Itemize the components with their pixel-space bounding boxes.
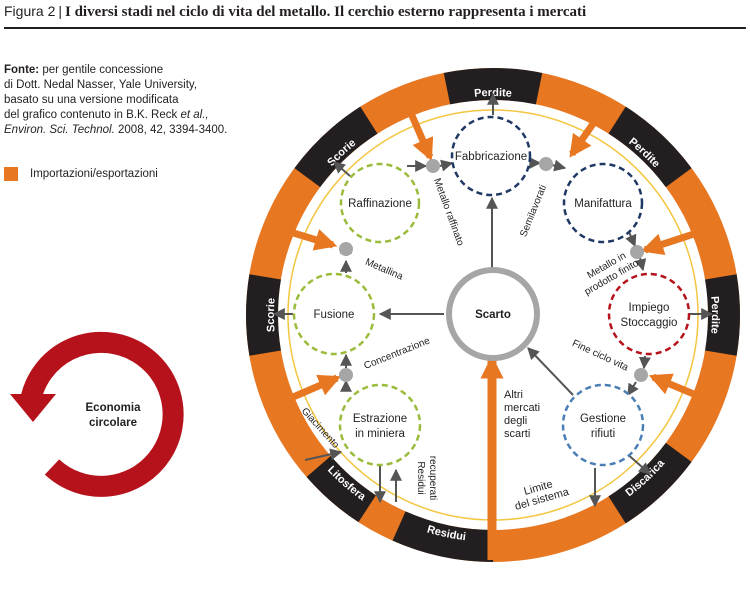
node-impiego-label-1: Impiego xyxy=(629,302,670,314)
node-estrazione-label-2: in miniera xyxy=(355,428,405,440)
ring-segment-scorie-upper-left xyxy=(294,106,378,188)
source-line-1: per gentile concessione xyxy=(42,64,164,76)
label-residui-recuperati-2: recuperati xyxy=(427,456,438,500)
legend-label: Importazioni/esportazioni xyxy=(30,168,158,180)
ring-segment-perdite-right xyxy=(705,274,740,356)
figure-header: Figura 2|I diversi stadi nel ciclo di vi… xyxy=(4,3,746,27)
arrow-dot-impiego xyxy=(634,257,647,272)
label-concentrazione: Concentrazione xyxy=(363,335,432,372)
stage-nodes: Fabbricazione Manifattura Raffinazione F… xyxy=(292,115,691,467)
circular-economy-symbol: Economia circolare xyxy=(10,331,184,497)
ring-segment-perdite-right-upper xyxy=(608,106,692,188)
ring-dark-segments xyxy=(246,68,740,562)
source-line-3: basato su una versione modificata xyxy=(4,94,179,106)
node-gestione-label-1: Gestione xyxy=(580,413,626,425)
arrow-raffinazione-scorie xyxy=(333,161,351,177)
dot-fusione-raffinazione xyxy=(339,242,353,256)
node-estrazione xyxy=(338,383,422,467)
ring-segment-scorie-left xyxy=(246,274,281,356)
arrow-dot-fabbricazione xyxy=(439,159,454,172)
circular-economy-line-1: Economia xyxy=(86,402,142,414)
dot-fabbricazione-manifattura xyxy=(539,157,553,171)
ring-segment-discarica xyxy=(608,442,692,524)
node-estrazione-label-1: Estrazione xyxy=(353,413,407,425)
ring-segment-perdite-top xyxy=(443,68,543,105)
figure-number: Figura 2 xyxy=(4,3,56,19)
import-arrow-impiego xyxy=(640,226,708,256)
arrow-manifattura-dot xyxy=(625,231,637,248)
node-gestione xyxy=(561,383,645,467)
circular-economy-arrowhead xyxy=(10,394,56,422)
label-residui-recuperati-1: Residui xyxy=(415,461,426,494)
figure-caption: Figura 2|I diversi stadi nel ciclo di vi… xyxy=(4,3,586,21)
caption-separator: | xyxy=(58,3,62,19)
source-line-4: del grafico contenuto in B.K. Reck xyxy=(4,109,178,121)
import-arrow-estrazione xyxy=(275,374,342,408)
dot-estrazione-fusione xyxy=(339,368,353,382)
dot-raffinazione-fabbricazione xyxy=(426,159,440,173)
source-line-5: 2008, 42, 3394-3400. xyxy=(118,124,228,136)
node-fabbricazione xyxy=(450,115,532,197)
figure-title: I diversi stadi nel ciclo di vita del me… xyxy=(65,4,587,20)
circular-economy-line-2: circolare xyxy=(89,417,137,429)
source-journal: Environ. Sci. Technol. xyxy=(4,124,115,136)
label-altri-1: Altri xyxy=(504,389,523,401)
arrow-impiego-dot xyxy=(638,355,651,370)
dot-impiego-gestione xyxy=(634,368,648,382)
label-metallo-raffinato: Metallo raffinato xyxy=(431,177,466,248)
import-arrow-fine-vita xyxy=(648,373,710,404)
node-fusione-label: Fusione xyxy=(314,309,355,321)
ring-label-scorie-left: Scorie xyxy=(265,298,278,333)
import-export-arrows xyxy=(275,102,710,560)
label-semilavorati: Semilavorati xyxy=(518,183,549,238)
node-manifattura xyxy=(562,162,644,244)
import-arrow-raffinazione xyxy=(275,224,338,251)
connector-dots xyxy=(339,157,648,382)
node-fusione xyxy=(292,272,376,356)
center-scarto-circle xyxy=(446,267,540,361)
node-impiego-label-2: Stoccaggio xyxy=(621,317,678,329)
legend-swatch xyxy=(4,167,18,181)
label-altri-4: scarti xyxy=(504,428,530,440)
node-impiego xyxy=(607,272,691,356)
source-et-al: et al., xyxy=(180,109,209,121)
arrow-dot-gestione xyxy=(627,381,639,397)
arrow-giacimento-estrazione xyxy=(304,448,343,461)
source-line-2: di Dott. Nedal Nasser, Yale University, xyxy=(4,79,198,91)
arrow-gestione-scarto xyxy=(527,347,574,396)
label-altri-2: mercati xyxy=(504,402,540,414)
import-arrow-fabbricazione xyxy=(403,102,434,162)
ring-label-perdite-right: Perdite xyxy=(708,296,721,335)
ring-segment-residui xyxy=(392,511,494,562)
node-raffinazione-label: Raffinazione xyxy=(348,198,412,210)
label-metallina: Metallina xyxy=(363,257,405,283)
node-manifattura-label: Manifattura xyxy=(574,198,632,210)
source-note: Fonte: per gentile concessione di Dott. … xyxy=(4,63,244,138)
header-rule xyxy=(4,27,746,29)
node-fabbricazione-label: Fabbricazione xyxy=(455,151,527,163)
center-scarto-label: Scarto xyxy=(475,309,511,321)
circular-economy-ring xyxy=(20,331,184,497)
arrow-dot-manifattura xyxy=(551,159,567,172)
ring-segment-litosfera xyxy=(306,455,377,523)
source-label: Fonte: xyxy=(4,64,40,76)
node-raffinazione xyxy=(339,162,421,244)
import-arrow-manifattura xyxy=(569,106,607,158)
node-gestione-label-2: rifiuti xyxy=(591,428,615,440)
dot-manifattura-impiego xyxy=(630,245,644,259)
label-altri-3: degli xyxy=(504,415,527,427)
legend: Importazioni/esportazioni xyxy=(4,167,158,181)
